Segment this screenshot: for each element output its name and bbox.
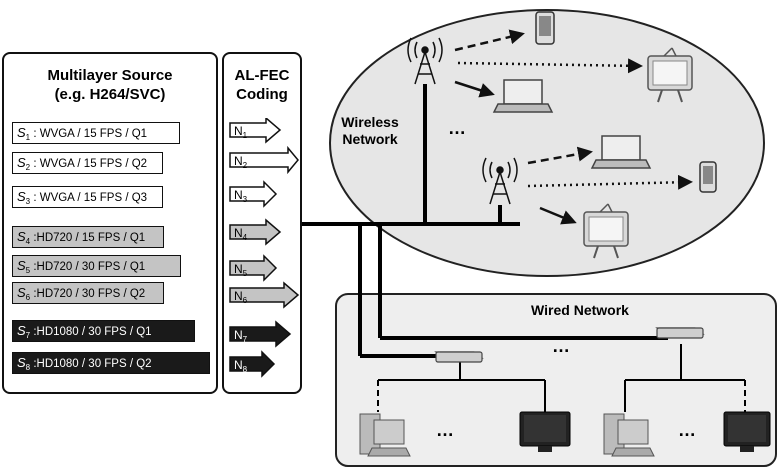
fec-arrow-n3: N3 bbox=[229, 180, 278, 208]
fec-panel-title: AL-FEC Coding bbox=[224, 66, 300, 104]
smartphone-icon bbox=[699, 161, 717, 193]
stream-s4: S4 :HD720 / 15 FPS / Q1 bbox=[12, 226, 164, 248]
monitor-icon bbox=[519, 411, 571, 452]
desktop-computer-icon bbox=[359, 413, 411, 457]
wireless-links bbox=[454, 29, 693, 225]
laptop-icon bbox=[590, 135, 652, 169]
fec-arrow-n7: N7 bbox=[229, 320, 292, 348]
stream-s8: S8 :HD1080 / 30 FPS / Q2 bbox=[12, 352, 210, 374]
source-title-line1: Multilayer Source bbox=[47, 67, 173, 84]
stream-s5: S5 :HD720 / 30 FPS / Q1 bbox=[12, 255, 181, 277]
wireless-label-line1: Wireless bbox=[341, 114, 399, 130]
wired-ellipsis-left: … bbox=[436, 420, 456, 440]
router-icon bbox=[655, 327, 705, 339]
fec-arrow-n6: N6 bbox=[229, 281, 300, 309]
smartphone-icon bbox=[535, 11, 555, 45]
wireless-network-label: Wireless Network bbox=[330, 114, 410, 148]
wireless-label-line2: Network bbox=[342, 131, 398, 147]
wired-branches bbox=[377, 344, 746, 412]
svg-text:N3: N3 bbox=[234, 188, 248, 204]
tv-icon bbox=[647, 47, 693, 103]
svg-text:N7: N7 bbox=[234, 328, 248, 344]
svg-text:N1: N1 bbox=[234, 124, 248, 140]
svg-text:N4: N4 bbox=[234, 226, 248, 242]
source-panel-title: Multilayer Source (e.g. H264/SVC) bbox=[4, 66, 216, 104]
stream-s2: S2 : WVGA / 15 FPS / Q2 bbox=[12, 152, 163, 174]
stream-s7: S7 :HD1080 / 30 FPS / Q1 bbox=[12, 320, 195, 342]
svg-text:N2: N2 bbox=[234, 154, 248, 170]
wireless-ellipsis: … bbox=[448, 118, 468, 138]
tv-icon bbox=[583, 203, 629, 259]
source-title-line2: (e.g. H264/SVC) bbox=[54, 86, 166, 103]
fec-arrow-n5: N5 bbox=[229, 254, 278, 282]
fec-arrow-n2: N2 bbox=[229, 145, 299, 175]
router-icon bbox=[434, 351, 484, 363]
wired-ellipsis-right: … bbox=[678, 420, 698, 440]
svg-text:N8: N8 bbox=[234, 358, 248, 374]
antenna-tower-icon bbox=[482, 157, 518, 205]
laptop-icon bbox=[492, 79, 554, 113]
wired-network-label: Wired Network bbox=[531, 302, 629, 318]
svg-text:N6: N6 bbox=[234, 289, 248, 305]
antenna-tower-icon bbox=[407, 37, 443, 85]
monitor-icon bbox=[723, 411, 771, 452]
wired-ellipsis-top: … bbox=[552, 336, 572, 356]
fec-arrow-n4: N4 bbox=[229, 218, 282, 246]
stream-s3: S3 : WVGA / 15 FPS / Q3 bbox=[12, 186, 163, 208]
fec-arrow-n1: N1 bbox=[229, 118, 282, 144]
desktop-computer-icon bbox=[603, 413, 655, 457]
multilayer-source-panel: Multilayer Source (e.g. H264/SVC) S1 : W… bbox=[2, 52, 218, 394]
fec-title-line2: Coding bbox=[236, 86, 288, 103]
stream-s1: S1 : WVGA / 15 FPS / Q1 bbox=[12, 122, 180, 144]
svg-text:N5: N5 bbox=[234, 262, 248, 278]
fec-arrows: N1 N2 N3 N4 N5 N6 N7 N8 bbox=[229, 118, 300, 378]
backbone-links bbox=[300, 84, 668, 358]
fec-arrow-n8: N8 bbox=[229, 350, 276, 378]
fec-title-line1: AL-FEC bbox=[234, 67, 290, 84]
stream-s6: S6 :HD720 / 30 FPS / Q2 bbox=[12, 282, 164, 304]
